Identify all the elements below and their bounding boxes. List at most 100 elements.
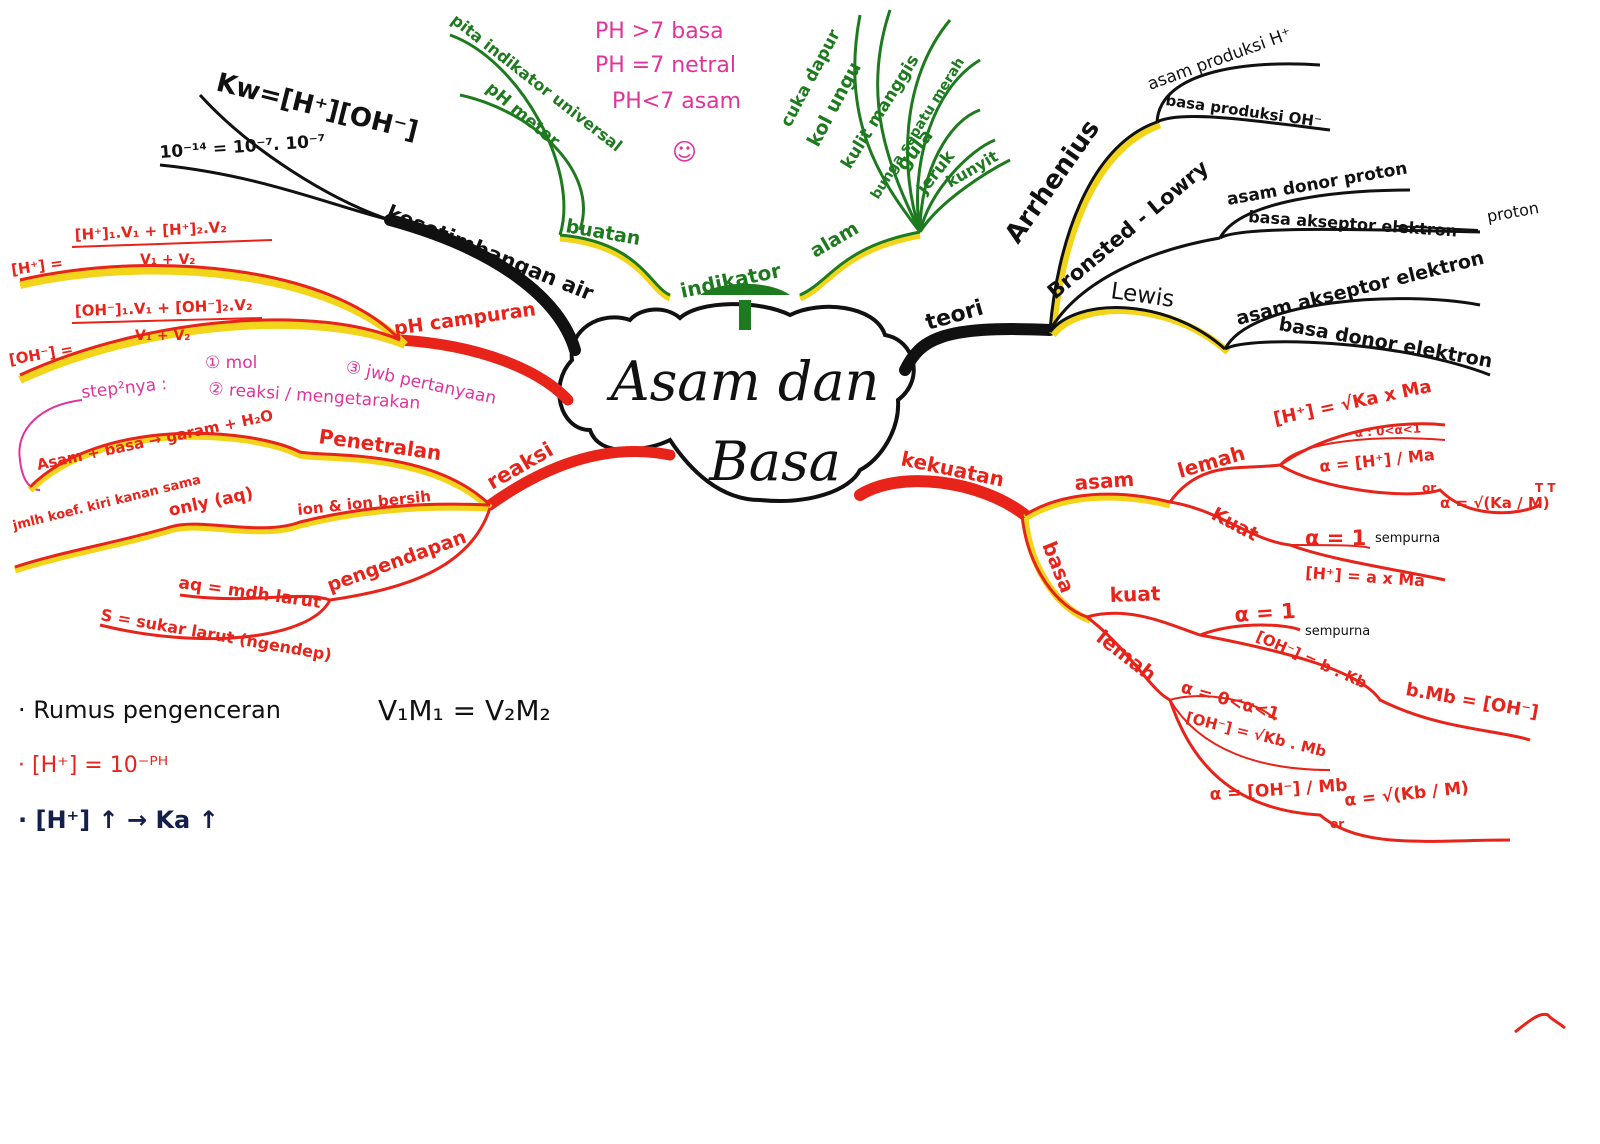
asam-lemah-f3: α = [H⁺] / Ma (1318, 445, 1435, 476)
basa-kuat-alpha: α = 1 (1234, 599, 1297, 627)
center-title-line1: Asam dan (606, 350, 880, 413)
ph-oh-line (19, 318, 401, 377)
ph-campuran-label: pH campuran (393, 298, 538, 340)
arrhenius-asam: asam produksi H⁺ (1145, 24, 1294, 95)
basa-lemah-line (1086, 615, 1511, 843)
teori-stem (899, 323, 1056, 376)
pita-indikator-line (449, 33, 566, 236)
arrhenius-line-highlight (1049, 121, 1162, 334)
arrhenius-basa-line (1156, 115, 1331, 132)
asam-lemah-f2: α : 0<α<1 (1354, 421, 1421, 440)
arrhenius-basa: basa produksi OH⁻ (1164, 91, 1322, 131)
bronsted-line (1048, 236, 1221, 331)
asam-kuat-note: sempurna (1375, 531, 1440, 546)
arrhenius-asam-line (1155, 62, 1321, 123)
rumus-pengenceran-formula: V₁M₁ = V₂M₂ (378, 694, 551, 727)
ph-note-asam: PH<7 asam (612, 89, 741, 114)
formula-notes: · Rumus pengenceran V₁M₁ = V₂M₂ · [H⁺] =… (18, 694, 551, 834)
asam-kuat-label: Kuat (1208, 503, 1262, 546)
ph-h-denominator: V₁ + V₂ (140, 252, 195, 268)
kesetimbangan-stem (384, 214, 581, 356)
ph-oh-denominator: V₁ + V₂ (135, 328, 190, 344)
basa-lemah-f3: α = [OH⁻] / Mb (1209, 775, 1348, 805)
branch-kekuatan: kekuatan asam lemah [H⁺] = √Ka x Ma α : … (854, 376, 1556, 843)
asam-lemah-mark: T T (1535, 481, 1556, 495)
asam-kuat-alpha-line (1289, 544, 1371, 549)
kesetimbangan-label: kesetimbangan air (383, 200, 597, 305)
alam-line-3 (906, 19, 952, 233)
basa-kuat-note: sempurna (1305, 624, 1370, 639)
asam-lemah-label: lemah (1175, 441, 1248, 483)
basa-label: basa (1037, 538, 1079, 596)
ph-formula: · [H⁺] = 10⁻ᴾᴴ (18, 753, 168, 778)
rumus-pengenceran-label: · Rumus pengenceran (18, 696, 281, 724)
smiley-icon: ☺ (672, 138, 697, 166)
asam-lemah-alpha2-line (1279, 463, 1541, 515)
bronsted-asam: asam donor proton (1225, 158, 1408, 209)
signature-mark (1514, 1012, 1566, 1034)
step-1: ① mol (205, 353, 257, 373)
center-title-line2: Basa (708, 430, 841, 493)
ph-oh-numerator: [OH⁻]₁.V₁ + [OH⁻]₂.V₂ (75, 296, 253, 320)
bronsted-asam-line (1218, 188, 1411, 239)
ph-h-numerator: [H⁺]₁.V₁ + [H⁺]₂.V₂ (74, 218, 227, 244)
penetralan-line (28, 431, 492, 507)
ph-h-fraction-bar (71, 239, 273, 248)
ph-oh-fraction-bar (71, 317, 263, 324)
asam-kuat-f: [H⁺] = a x Ma (1305, 563, 1426, 590)
basa-lemah-f4: α = √(Kb / M) (1343, 778, 1469, 811)
ion-line-highlight (13, 503, 491, 574)
asam-label: asam (1074, 467, 1135, 495)
pengendapan-aq: aq = mdh larut (177, 573, 322, 613)
central-topic: Asam dan Basa (557, 302, 916, 503)
basa-lemah-label: lemah (1092, 625, 1161, 686)
steps-label: step²nya : (80, 374, 168, 403)
buatan-line-highlight (559, 234, 672, 302)
penetralan-line-highlight (27, 432, 493, 511)
basa-kuat-f-line (1199, 633, 1531, 742)
reaksi-stem (484, 446, 676, 511)
kw-line (198, 93, 391, 222)
lewis-asam: asam akseptor elektron (1234, 247, 1486, 330)
alam-line-6 (918, 138, 996, 233)
alam-line-5 (918, 108, 981, 233)
arrhenius-line (1048, 120, 1158, 331)
ph-campuran-stem (394, 334, 574, 406)
kw-value-line (159, 163, 391, 222)
bronsted-basa-line (1219, 227, 1481, 240)
asam-lemah-alpha-line (1279, 437, 1446, 466)
alam-line-2 (876, 9, 922, 233)
alam-line-4 (916, 58, 981, 233)
ph-note-basa: PH >7 basa (595, 19, 724, 44)
ph-h-line-highlight (19, 266, 408, 348)
basa-lemah-or: or (1330, 817, 1344, 831)
kekuatan-stem (854, 475, 1031, 521)
pengendapan-s: S = sukar larut (ngendep) (99, 605, 333, 664)
alam-line-1 (853, 14, 922, 233)
asam-line (1024, 492, 1171, 517)
basa-lemah-alpha-line (1169, 695, 1276, 721)
lewis-basa-line (1224, 340, 1491, 377)
buatan-line (559, 233, 671, 297)
ph-oh-line-highlight (18, 320, 407, 384)
indikator-label: indikator (678, 258, 783, 303)
ion-line (14, 502, 491, 569)
ph-meter-line (459, 93, 585, 231)
lewis-asam-line (1223, 297, 1481, 350)
branch-teori: teori Arrhenius asam produksi H⁺ basa pr… (899, 24, 1540, 377)
bronsted-strikethrough (1394, 225, 1479, 231)
basa-lemah-oh-line (1169, 699, 1331, 771)
alam-line-highlight (798, 231, 921, 302)
bronsted-correction: proton (1485, 198, 1540, 226)
pengendapan-aq-line (179, 593, 331, 602)
alam-line-7 (918, 158, 1011, 233)
alam-line (799, 230, 921, 297)
ka-formula: · [H⁺] ↑ → Ka ↑ (18, 806, 219, 834)
asam-lemah-or: or (1422, 481, 1436, 495)
indikator-cap (700, 283, 790, 295)
asam-lemah-f4: α = √(Ka / M) (1440, 494, 1550, 512)
asam-line-highlight (1023, 493, 1171, 521)
branch-reaksi: reaksi Penetralan Asam + basa → garam + … (10, 406, 676, 665)
center-cloud (557, 302, 916, 503)
